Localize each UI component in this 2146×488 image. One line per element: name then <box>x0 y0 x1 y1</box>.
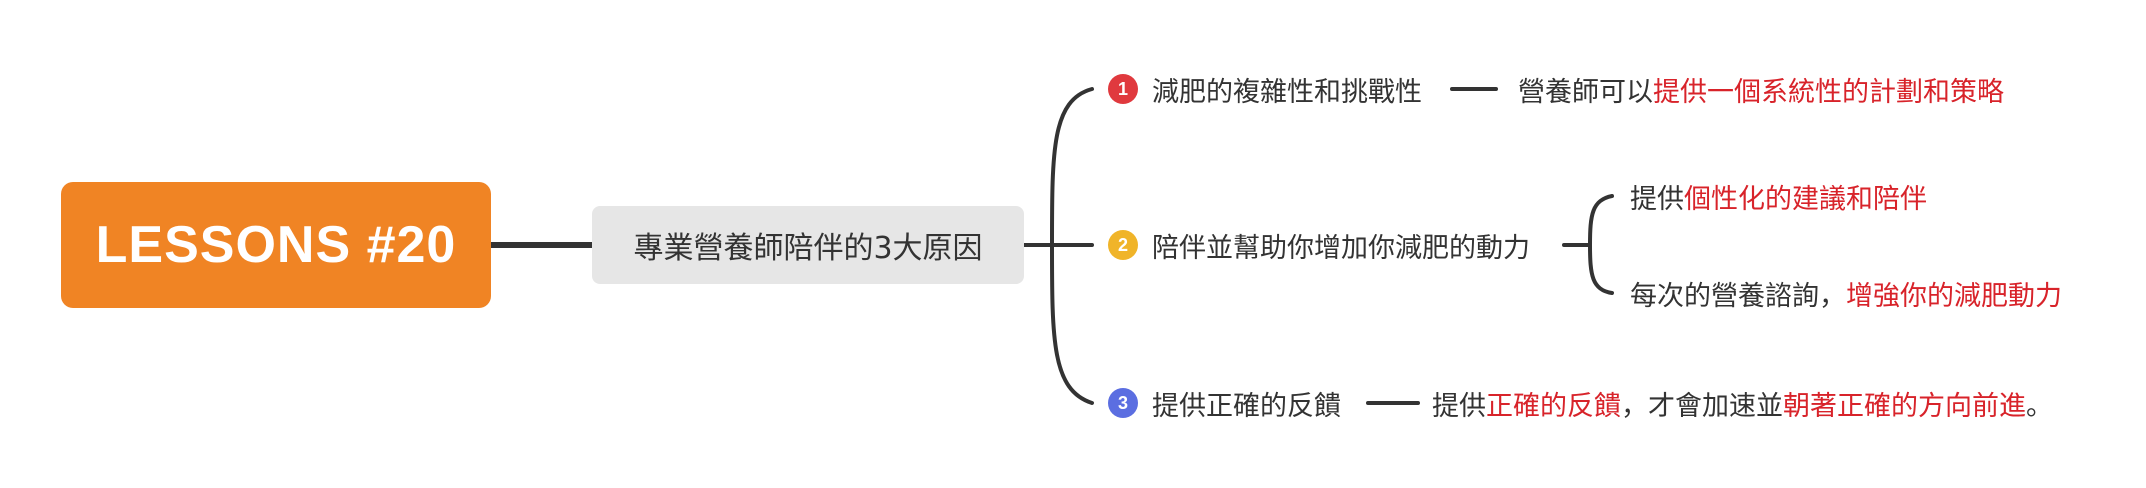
leaf-highlight: 朝著正確的方向前進 <box>1783 390 2026 422</box>
root-label: LESSONS #20 <box>95 216 457 274</box>
root-node[interactable]: LESSONS #20 <box>61 182 491 308</box>
branch-2-leaf-1[interactable]: 提供個性化的建議和陪伴 <box>1630 174 1927 218</box>
number-badge: 3 <box>1108 388 1138 418</box>
leaf-text: 營養師可以 <box>1518 76 1653 108</box>
branch-3[interactable]: 3 提供正確的反饋 <box>1108 381 1341 425</box>
branch-label: 陪伴並幫助你增加你減肥的動力 <box>1152 232 1530 264</box>
leaf-text: 。 <box>2026 390 2053 422</box>
leaf-text: 提供 <box>1630 183 1684 215</box>
leaf-text: ，才會加速並 <box>1621 390 1783 422</box>
branch-1[interactable]: 1 減肥的複雜性和挑戰性 <box>1108 67 1422 111</box>
center-node[interactable]: 專業營養師陪伴的3大原因 <box>592 206 1024 284</box>
number-badge: 2 <box>1108 230 1138 260</box>
leaf-text: 提供 <box>1432 390 1486 422</box>
number-badge: 1 <box>1108 74 1138 104</box>
branch-label: 提供正確的反饋 <box>1152 390 1341 422</box>
branch-label: 減肥的複雜性和挑戰性 <box>1152 76 1422 108</box>
leaf-highlight: 增強你的減肥動力 <box>1846 280 2062 312</box>
branch-2[interactable]: 2 陪伴並幫助你增加你減肥的動力 <box>1108 223 1530 267</box>
branch-2-leaf-2[interactable]: 每次的營養諮詢，增強你的減肥動力 <box>1630 271 2062 315</box>
branch-1-leaf[interactable]: 營養師可以提供一個系統性的計劃和策略 <box>1518 67 2004 111</box>
leaf-highlight: 個性化的建議和陪伴 <box>1684 183 1927 215</box>
branch-3-leaf[interactable]: 提供正確的反饋，才會加速並朝著正確的方向前進。 <box>1432 381 2053 425</box>
leaf-highlight: 提供一個系統性的計劃和策略 <box>1653 76 2004 108</box>
leaf-highlight: 正確的反饋 <box>1486 390 1621 422</box>
leaf-text: 每次的營養諮詢， <box>1630 280 1846 312</box>
center-label: 專業營養師陪伴的3大原因 <box>633 231 983 266</box>
sub-bracket <box>1587 194 1614 295</box>
